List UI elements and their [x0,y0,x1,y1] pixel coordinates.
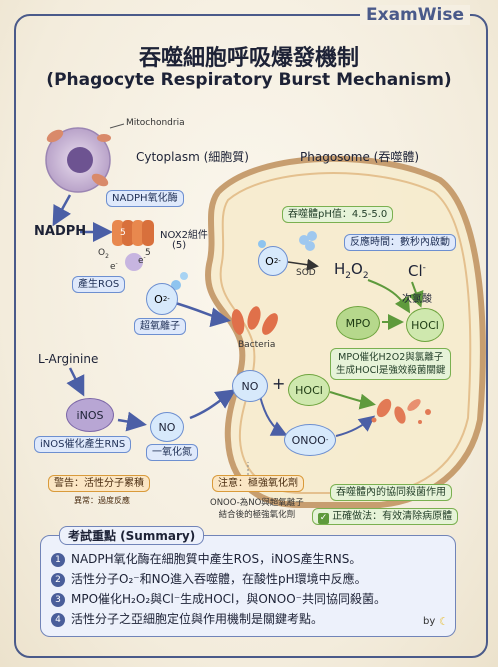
check-icon: ✓ [318,513,329,524]
cytoplasm-label: Cytoplasm (細胞質) [136,150,249,164]
item-number: 3 [51,593,65,607]
arrow-onoo-to-bacteria [335,415,376,437]
synergy-tag: 吞噬體內的協同殺菌作用 [330,484,452,501]
no-cytoplasm-circle: NO [150,412,184,442]
page-frame [14,14,488,658]
nox2-o2-label: O2 [98,248,109,260]
arrow-no-to-phagosome [189,389,237,420]
destroyed-bacteria-illustration [371,398,431,424]
arrow-cl-to-hocl [408,281,424,308]
mpo-note: MPO催化H2O2與氯離子 生成HOCl是強效殺菌關鍵 [330,348,452,380]
reaction-time-tag: 反應時間：數秒內啟動 [344,234,456,251]
summary-heading: 考試重點 (Summary) [59,526,205,545]
page-subtitle: (Phagocyte Respiratory Burst Mechanism) [46,70,452,90]
sod-label: SOD [296,268,316,278]
phagosome-label: Phagosome (吞噬體) [300,150,419,164]
arrow-o2-to-bacteria [171,300,231,328]
bacteria-illustration [231,306,278,335]
o2-molecule-cluster [299,231,317,251]
chloride-label: Cl- [408,262,426,280]
arrow-o2-to-sod [287,258,319,271]
no-phagosome-circle: NO [232,370,268,402]
l-arginine-label: L-Arginine [38,352,99,366]
nadph-oxidase-tag: NADPH氧化酶 [106,190,184,207]
page-title: 吞噬細胞呼吸爆發機制 [138,46,359,71]
produce-ros-tag: 產生ROS [72,276,126,293]
electron-label-a: e- [110,260,118,272]
nox2-num-b: 5 [145,248,151,258]
mpo-circle: MPO [336,306,380,340]
ph-tag: 吞噬體pH值：4.5-5.0 [282,206,394,223]
arrow-no-to-onoo [259,395,288,436]
arrow-cell-to-nadph [52,194,72,227]
mitochondria-label: Mitochondria [126,118,185,128]
byline: by [423,616,436,627]
nox2-label: NOX2組件 [160,230,208,241]
electron-label-b: e- [138,254,146,266]
brand-logo: ExamWise [360,5,470,25]
bacteria-label: Bacteria [238,340,276,350]
warning-tag: 警告：活性分子累積 [48,475,150,492]
hocl-circle: HOCl [406,308,444,342]
arrow-hocl-to-bacteria [329,391,376,410]
nox2-enzyme-illustration [112,220,154,271]
inos-rns-tag: iNOS催化產生RNS [34,436,132,453]
plus-sign: + [272,374,286,393]
arrow-h2o2-to-hocl [367,279,411,314]
onoo-note: ONOO-為NO與超氧離子 結合後的極強氧化劑 [210,498,304,520]
strong-oxidant-tag: 注意：極強氧化劑 [212,475,304,492]
correct-approach-tag: ✓ 正確做法：有效清除病原體 [312,508,459,525]
banana-icon: ☾ [439,615,449,628]
nadph-label: NADPH [34,224,87,239]
hocl-secondary-circle: HOCl [288,374,330,406]
item-number: 1 [51,553,65,567]
h2o2-label: H2O2 [334,260,369,281]
item-number: 2 [51,573,65,587]
arrow-inos-to-no [117,411,147,432]
warning-subtext: 異常：過度反應 [74,496,130,505]
inos-circle: iNOS [66,398,114,432]
peroxynitrite-circle: ONOO- [284,424,336,456]
nox2-count: (5) [172,240,187,251]
nitric-oxide-tag: 一氧化氮 [146,444,198,461]
superoxide-tag: 超氧離子 [134,318,186,335]
item-number: 4 [51,613,65,627]
hypochlorous-label: 次氯酸 [402,294,432,305]
nox2-num-a: 5 [120,228,126,238]
arrow-larg-to-inos [66,367,85,397]
